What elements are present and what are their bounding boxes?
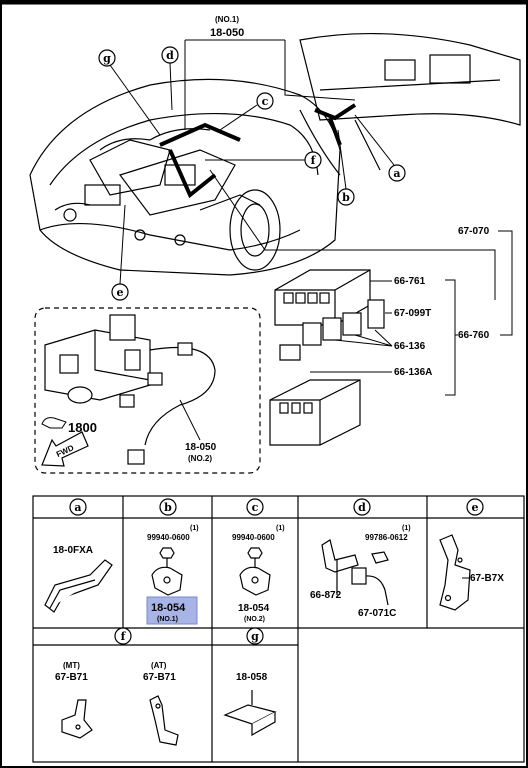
harness-sub-label: 18-050 bbox=[185, 442, 217, 453]
detail-inset-frame bbox=[34, 307, 261, 474]
header-b: b bbox=[159, 498, 177, 516]
callout-d: d bbox=[161, 46, 179, 111]
cell-d-part2: 67-071C bbox=[358, 608, 396, 619]
bracket-d-illustration bbox=[321, 539, 389, 606]
fusebox-assy-leader bbox=[498, 230, 513, 336]
engine-bay-illustration bbox=[29, 32, 521, 276]
callout-e: e bbox=[111, 204, 129, 301]
header-f: f bbox=[114, 627, 132, 645]
bolt-b-illustration bbox=[151, 547, 183, 596]
cell-g-part: 18-058 bbox=[236, 672, 268, 683]
cell-b-qty: (1) bbox=[190, 525, 199, 532]
svg-text:c: c bbox=[262, 95, 269, 108]
svg-text:e: e bbox=[117, 286, 124, 299]
cell-f-at-part: 67-B71 bbox=[143, 672, 176, 683]
callout-b: b bbox=[337, 129, 355, 206]
bracket-g-illustration bbox=[223, 690, 277, 737]
header-c: c bbox=[246, 498, 264, 516]
svg-text:b: b bbox=[164, 501, 172, 514]
relay-136-label: 66-136 bbox=[394, 341, 426, 352]
bracket-f-mt-illustration bbox=[61, 699, 93, 739]
callout-a: a bbox=[354, 114, 406, 182]
cell-d-qty: (1) bbox=[402, 525, 411, 532]
harness-main-leader bbox=[184, 39, 356, 130]
svg-text:b: b bbox=[342, 191, 350, 204]
svg-text:c: c bbox=[252, 501, 259, 514]
cell-a-part: 18-0FXA bbox=[53, 545, 93, 556]
header-d: d bbox=[353, 498, 371, 516]
cell-f-mt-part: 67-B71 bbox=[55, 672, 88, 683]
bracket-a-illustration bbox=[44, 559, 113, 613]
main-harness-line bbox=[159, 103, 357, 199]
highlight-selected-part bbox=[146, 596, 198, 625]
torque-label: 1800 bbox=[68, 420, 97, 435]
bracket-f-at-illustration bbox=[149, 695, 179, 746]
fusebox-group-label: 66-760 bbox=[458, 330, 490, 341]
cover-label: 66-761 bbox=[394, 276, 426, 287]
cell-b-bolt: 99940-0600 bbox=[147, 533, 190, 542]
cell-c-qty: (1) bbox=[276, 525, 285, 532]
svg-text:f: f bbox=[311, 154, 317, 167]
cell-b-note: (NO.1) bbox=[157, 616, 178, 623]
fusebox-assy-label: 67-070 bbox=[458, 226, 490, 237]
no2-note: (NO.2) bbox=[188, 454, 212, 463]
fusebox-group-bracket bbox=[445, 279, 458, 396]
svg-text:f: f bbox=[121, 630, 127, 643]
svg-text:d: d bbox=[358, 501, 366, 514]
fusebox-illustration bbox=[269, 269, 385, 446]
fwd-arrow-icon bbox=[41, 431, 89, 467]
cell-c-part: 18-054 bbox=[238, 603, 270, 614]
cell-e-part: 67-B7X bbox=[470, 573, 504, 584]
cell-b-part: 18-054 bbox=[151, 602, 186, 614]
callout-c: c bbox=[219, 92, 274, 131]
cell-c-note: (NO.2) bbox=[244, 616, 265, 623]
svg-text:g: g bbox=[103, 52, 111, 65]
cell-d-bolt: 99786-0612 bbox=[365, 533, 408, 542]
torque-icon bbox=[41, 417, 67, 429]
inset-illustration bbox=[44, 314, 216, 465]
callout-g: g bbox=[98, 49, 161, 136]
harness-main-label: 18-050 bbox=[210, 27, 244, 39]
header-e: e bbox=[466, 498, 484, 516]
header-a: a bbox=[69, 498, 87, 516]
bolt-c-illustration bbox=[239, 547, 271, 596]
svg-text:a: a bbox=[393, 167, 400, 180]
svg-text:a: a bbox=[74, 501, 81, 514]
relay-136a-label: 66-136A bbox=[394, 367, 432, 378]
fusebox-leader bbox=[209, 169, 496, 300]
cell-f-at-note: (AT) bbox=[151, 661, 167, 670]
cell-d-part1: 66-872 bbox=[310, 590, 342, 601]
no1-note: (NO.1) bbox=[215, 15, 239, 24]
cell-f-mt-note: (MT) bbox=[63, 661, 80, 670]
svg-text:e: e bbox=[472, 501, 479, 514]
relay-099t-label: 67-099T bbox=[394, 308, 431, 319]
bracket-e-illustration bbox=[439, 534, 471, 611]
svg-text:d: d bbox=[166, 49, 174, 62]
callout-f: f bbox=[205, 151, 322, 169]
header-g: g bbox=[246, 627, 264, 645]
cell-c-bolt: 99940-0600 bbox=[232, 533, 275, 542]
svg-text:g: g bbox=[251, 630, 259, 643]
parts-table-grid bbox=[32, 495, 525, 763]
